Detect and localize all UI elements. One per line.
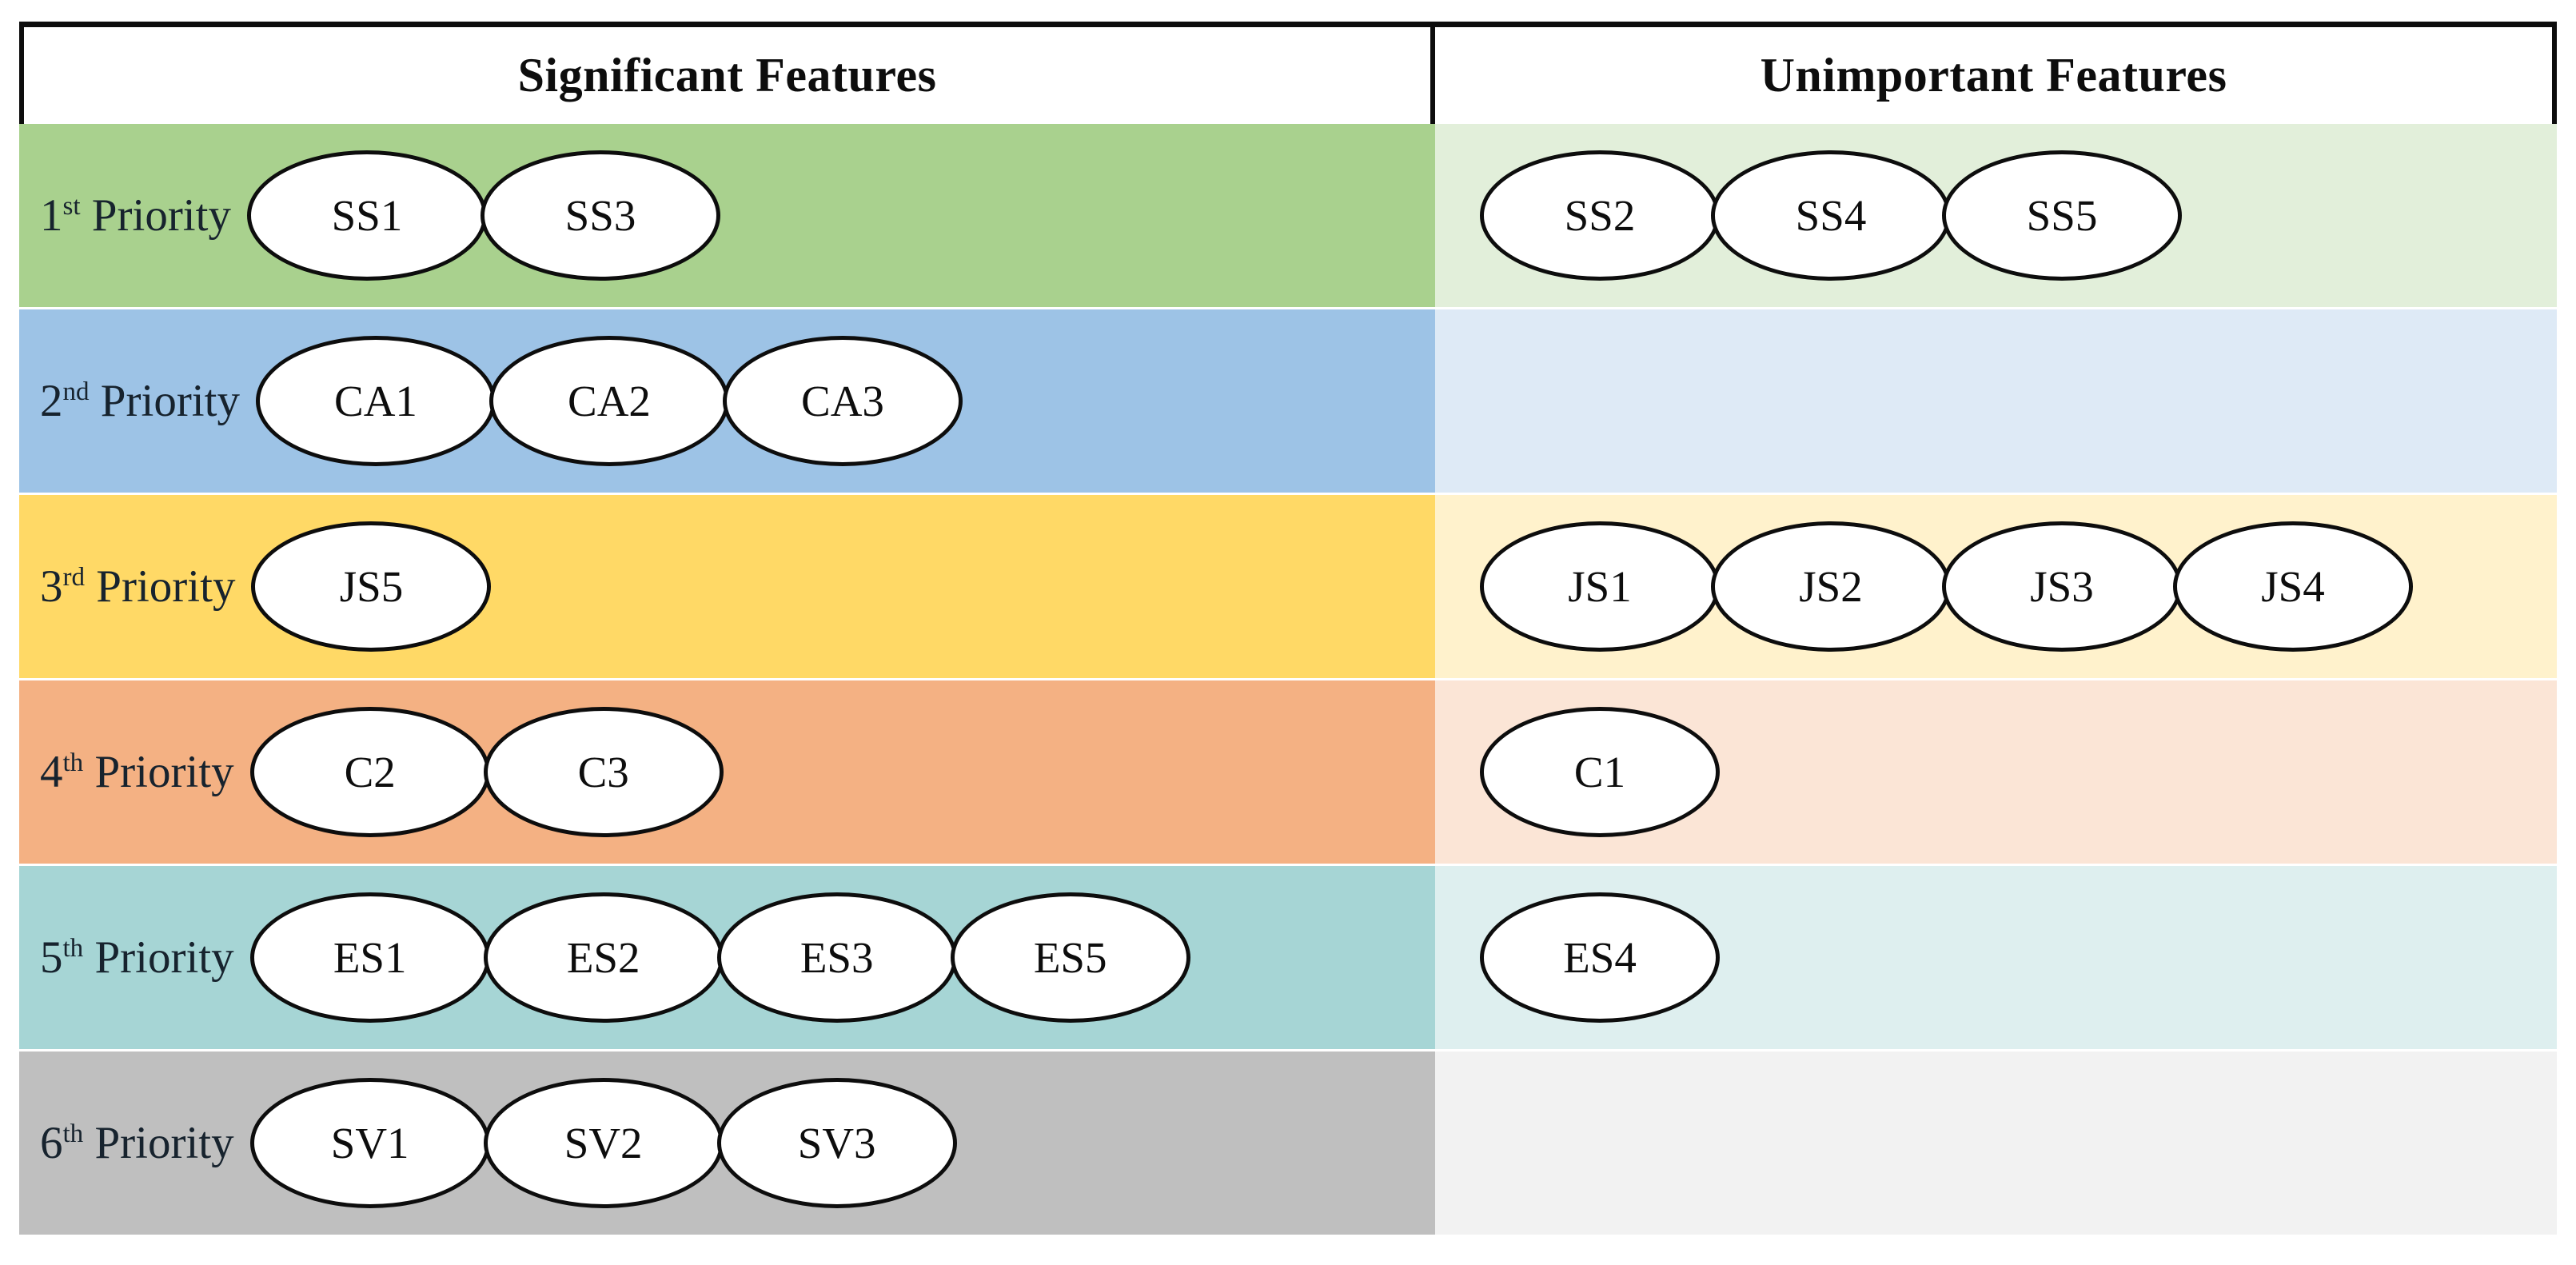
feature-ellipse-es2[interactable]: ES2 xyxy=(483,892,724,1023)
cell-unimportant-priority-1: SS2 SS4 SS5 xyxy=(1435,124,2557,307)
feature-ellipse-es5[interactable]: ES5 xyxy=(950,892,1190,1023)
feature-code-label: JS3 xyxy=(2030,562,2094,611)
priority-ordinal-suffix: nd xyxy=(62,377,90,406)
priority-ordinal-suffix: rd xyxy=(62,563,86,592)
priority-ordinal-suffix: th xyxy=(62,934,84,963)
feature-code-label: ES2 xyxy=(566,933,640,982)
cell-significant-priority-5: 5th Priority ES1 ES2 ES3 ES5 xyxy=(19,866,1435,1049)
ellipse-group-significant: CA1 CA2 CA3 xyxy=(255,336,963,466)
priority-row-2: 2nd Priority CA1 CA2 CA3 xyxy=(19,309,2557,493)
feature-code-label: C2 xyxy=(344,748,396,796)
header-label-unimportant-features: Unimportant Features xyxy=(1760,49,2227,102)
ellipse-group-significant: C2 C3 xyxy=(249,707,724,837)
priority-row-4: 4th Priority C2 C3 C1 xyxy=(19,680,2557,864)
priority-label-2: 2nd Priority xyxy=(40,376,240,426)
feature-ellipse-sv1[interactable]: SV1 xyxy=(249,1078,490,1208)
feature-ellipse-ss5[interactable]: SS5 xyxy=(1942,150,2182,281)
feature-code-label: CA2 xyxy=(568,377,651,425)
feature-code-label: SS3 xyxy=(564,191,636,240)
cell-unimportant-priority-6 xyxy=(1435,1052,2557,1235)
feature-code-label: SS2 xyxy=(1564,191,1636,240)
ellipse-group-unimportant: ES4 xyxy=(1480,892,1720,1023)
feature-ellipse-c2[interactable]: C2 xyxy=(249,707,490,837)
feature-code-label: SV3 xyxy=(797,1119,876,1167)
feature-ellipse-ca2[interactable]: CA2 xyxy=(488,336,729,466)
feature-code-label: CA1 xyxy=(334,377,417,425)
cell-unimportant-priority-2 xyxy=(1435,309,2557,493)
feature-code-label: SS5 xyxy=(2026,191,2098,240)
feature-code-label: SV2 xyxy=(564,1119,643,1167)
ellipse-group-significant: JS5 xyxy=(251,521,492,652)
ellipse-group-significant: SV1 SV2 SV3 xyxy=(249,1078,957,1208)
feature-ellipse-es3[interactable]: ES3 xyxy=(716,892,957,1023)
cell-unimportant-priority-5: ES4 xyxy=(1435,866,2557,1049)
feature-code-label: ES5 xyxy=(1033,933,1107,982)
feature-code-label: SV1 xyxy=(330,1119,409,1167)
ellipse-group-unimportant: SS2 SS4 SS5 xyxy=(1480,150,2182,281)
cell-unimportant-priority-3: JS1 JS2 JS3 JS4 xyxy=(1435,495,2557,678)
cell-significant-priority-1: 1st Priority SS1 SS3 xyxy=(19,124,1435,307)
feature-code-label: SS1 xyxy=(331,191,403,240)
cell-significant-priority-3: 3rd Priority JS5 xyxy=(19,495,1435,678)
priority-row-5: 5th Priority ES1 ES2 ES3 ES5 ES4 xyxy=(19,866,2557,1049)
feature-ellipse-js3[interactable]: JS3 xyxy=(1942,521,2182,652)
feature-code-label: JS1 xyxy=(1568,562,1632,611)
priority-row-6: 6th Priority SV1 SV2 SV3 xyxy=(19,1052,2557,1235)
feature-code-label: ES1 xyxy=(333,933,407,982)
feature-code-label: CA3 xyxy=(801,377,884,425)
feature-ellipse-ss1[interactable]: SS1 xyxy=(246,150,487,281)
feature-ellipse-c3[interactable]: C3 xyxy=(483,707,724,837)
priority-label-5: 5th Priority xyxy=(40,932,234,983)
feature-code-label: ES3 xyxy=(800,933,874,982)
header-label-significant-features: Significant Features xyxy=(517,49,937,102)
feature-code-label: SS4 xyxy=(1795,191,1867,240)
priority-label-6: 6th Priority xyxy=(40,1118,234,1168)
cell-significant-priority-4: 4th Priority C2 C3 xyxy=(19,680,1435,864)
feature-ellipse-ss3[interactable]: SS3 xyxy=(480,150,720,281)
header-cell-unimportant-features: Unimportant Features xyxy=(1435,27,2557,124)
ellipse-group-unimportant: C1 xyxy=(1480,707,1720,837)
cell-significant-priority-2: 2nd Priority CA1 CA2 CA3 xyxy=(19,309,1435,493)
feature-code-label: C3 xyxy=(577,748,629,796)
feature-ellipse-c1[interactable]: C1 xyxy=(1480,707,1720,837)
feature-ellipse-es4[interactable]: ES4 xyxy=(1480,892,1720,1023)
priority-ordinal-suffix: th xyxy=(62,748,84,777)
feature-ellipse-js5[interactable]: JS5 xyxy=(251,521,492,652)
feature-code-label: JS4 xyxy=(2261,562,2325,611)
feature-ellipse-ca1[interactable]: CA1 xyxy=(255,336,496,466)
feature-ellipse-ss2[interactable]: SS2 xyxy=(1480,150,1720,281)
ellipse-group-significant: SS1 SS3 xyxy=(246,150,720,281)
cell-significant-priority-6: 6th Priority SV1 SV2 SV3 xyxy=(19,1052,1435,1235)
header-cell-significant-features: Significant Features xyxy=(19,27,1435,124)
feature-ellipse-sv3[interactable]: SV3 xyxy=(716,1078,957,1208)
feature-ellipse-ss4[interactable]: SS4 xyxy=(1711,150,1951,281)
priority-label-4: 4th Priority xyxy=(40,747,234,797)
priority-label-1: 1st Priority xyxy=(40,190,231,241)
priority-ordinal-suffix: st xyxy=(62,192,81,221)
feature-ellipse-js1[interactable]: JS1 xyxy=(1480,521,1720,652)
ellipse-group-unimportant: JS1 JS2 JS3 JS4 xyxy=(1480,521,2413,652)
feature-ellipse-es1[interactable]: ES1 xyxy=(249,892,490,1023)
priority-ordinal-suffix: th xyxy=(62,1119,84,1148)
feature-ellipse-ca3[interactable]: CA3 xyxy=(722,336,963,466)
feature-ellipse-js2[interactable]: JS2 xyxy=(1711,521,1951,652)
cell-unimportant-priority-4: C1 xyxy=(1435,680,2557,864)
feature-ellipse-js4[interactable]: JS4 xyxy=(2173,521,2413,652)
ellipse-group-significant: ES1 ES2 ES3 ES5 xyxy=(249,892,1190,1023)
priority-row-1: 1st Priority SS1 SS3 SS2 SS4 SS5 xyxy=(19,124,2557,307)
priority-label-3: 3rd Priority xyxy=(40,561,236,612)
feature-ellipse-sv2[interactable]: SV2 xyxy=(483,1078,724,1208)
feature-code-label: JS5 xyxy=(339,562,404,611)
table-header-row: Significant Features Unimportant Feature… xyxy=(19,22,2557,124)
feature-code-label: JS2 xyxy=(1799,562,1863,611)
feature-code-label: ES4 xyxy=(1563,933,1637,982)
priority-row-3: 3rd Priority JS5 JS1 JS2 JS3 JS4 xyxy=(19,495,2557,678)
feature-code-label: C1 xyxy=(1573,748,1626,796)
